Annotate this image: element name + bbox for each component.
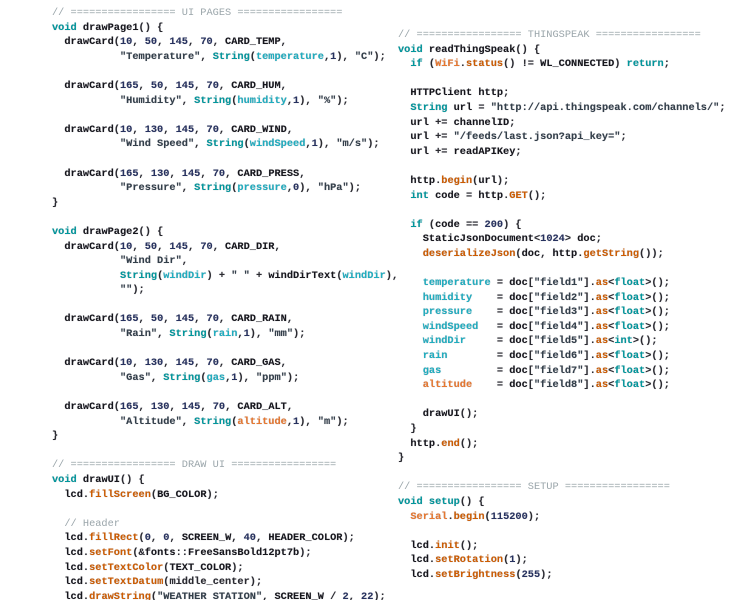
code-line: drawCard(10, 130, 145, 70, CARD_GAS,	[64, 357, 287, 370]
code-line: temperature = doc["field1"].as<float>();	[422, 277, 670, 290]
code-line: // Header	[52, 517, 120, 530]
code-line: "Wind Dir",	[119, 255, 188, 268]
code-line	[398, 262, 726, 277]
code-line: http.end();	[410, 437, 479, 450]
code-line: // ================= UI PAGES ==========…	[52, 7, 343, 19]
code-line: }	[398, 452, 405, 465]
code-line: }	[52, 430, 59, 443]
code-line: void setup() {	[398, 496, 485, 508]
code-line: lcd.init();	[410, 539, 479, 552]
code-line: }	[52, 196, 59, 209]
code-line	[52, 108, 398, 123]
code-line: drawCard(10, 130, 145, 70, CARD_WIND,	[64, 123, 294, 136]
code-line: "Humidity", String(humidity,1), "%");	[119, 94, 349, 107]
code-line: url += "/feeds/last.json?api_key=";	[410, 131, 627, 144]
code-line: }	[398, 423, 417, 436]
code-line: if (code == 200) {	[410, 218, 522, 231]
code-line	[398, 203, 726, 218]
code-line: String(windDir) + " " + windDirText(wind…	[119, 269, 399, 282]
code-line: url += readAPIKey;	[410, 145, 522, 158]
code-column-left: // ================= UI PAGES ==========…	[52, 6, 398, 600]
code-line: "");	[119, 284, 145, 297]
code-line: altitude = doc["field8"].as<float>();	[422, 379, 670, 392]
code-line: "Rain", String(rain,1), "mm");	[119, 328, 306, 341]
code-line: HTTPClient http;	[410, 87, 510, 100]
code-line: // ================= SETUP =============…	[398, 481, 670, 494]
code-line: lcd.setFont(&fonts::FreeSansBold12pt7b);	[64, 546, 312, 559]
code-line: drawCard(165, 130, 145, 70, CARD_ALT,	[64, 401, 294, 414]
code-line: // ================= THINGSPEAK ========…	[398, 29, 701, 41]
code-line: int code = http.GET();	[410, 189, 547, 202]
code-line: lcd.drawString("WEATHER STATION", SCREEN…	[64, 590, 386, 600]
code-line: "Temperature", String(temperature,1), "C…	[119, 50, 386, 63]
code-line: humidity = doc["field2"].as<float>();	[422, 291, 670, 304]
code-line: drawCard(10, 50, 145, 70, CARD_TEMP,	[64, 36, 287, 49]
code-line: rain = doc["field6"].as<float>();	[422, 350, 670, 363]
code-line	[398, 393, 726, 408]
code-line: drawUI();	[422, 408, 479, 421]
code-line	[52, 385, 398, 400]
code-line	[398, 466, 726, 481]
code-line: drawCard(165, 130, 145, 70, CARD_PRESS,	[64, 167, 306, 180]
code-line: void drawPage2() {	[52, 225, 164, 238]
code-line	[52, 502, 398, 517]
code-line: String url = "http://api.thingspeak.com/…	[410, 101, 726, 114]
code-line: "Altitude", String(altitude,1), "m");	[119, 415, 349, 428]
code-line	[52, 298, 398, 313]
code-line: drawCard(165, 50, 145, 70, CARD_RAIN,	[64, 313, 294, 326]
code-line	[52, 444, 398, 459]
code-line: drawCard(165, 50, 145, 70, CARD_HUM,	[64, 79, 287, 92]
code-line: void drawPage1() {	[52, 21, 164, 34]
code-line: lcd.setRotation(1);	[410, 554, 528, 567]
code-line: void drawUI() {	[52, 474, 145, 486]
code-line: drawCard(10, 50, 145, 70, CARD_DIR,	[64, 240, 281, 253]
code-line: lcd.setTextColor(TEXT_COLOR);	[64, 561, 244, 574]
code-line	[398, 72, 726, 87]
code-line: lcd.fillRect(0, 0, SCREEN_W, 40, HEADER_…	[64, 532, 355, 545]
code-line: url += channelID;	[410, 116, 516, 129]
code-line	[52, 64, 398, 79]
code-line	[398, 524, 726, 539]
code-line: lcd.setTextDatum(middle_center);	[64, 576, 263, 589]
code-line: // ================= DRAW UI ===========…	[52, 459, 337, 472]
code-line: Serial.begin(115200);	[410, 510, 541, 523]
code-line: "Gas", String(gas,1), "ppm");	[119, 371, 300, 384]
code-line: deserializeJson(doc, http.getString());	[422, 247, 664, 260]
code-line: http.begin(url);	[410, 174, 510, 187]
code-line: if (WiFi.status() != WL_CONNECTED) retur…	[410, 58, 670, 71]
code-line: pressure = doc["field3"].as<float>();	[422, 306, 670, 319]
code-line	[52, 210, 398, 225]
code-column-right: // ================= THINGSPEAK ========…	[398, 28, 726, 583]
code-line	[52, 152, 398, 167]
code-line	[52, 342, 398, 357]
code-line: StaticJsonDocument<1024> doc;	[422, 233, 602, 246]
code-line: "Wind Speed", String(windSpeed,1), "m/s"…	[119, 138, 380, 151]
code-line: void readThingSpeak() {	[398, 43, 541, 56]
code-line	[398, 159, 726, 174]
code-line: lcd.fillScreen(BG_COLOR);	[64, 488, 219, 501]
code-line: gas = doc["field7"].as<float>();	[422, 364, 670, 377]
code-line: "Pressure", String(pressure,0), "hPa");	[119, 182, 362, 195]
code-line: windSpeed = doc["field4"].as<float>();	[422, 320, 670, 333]
code-line: windDir = doc["field5"].as<int>();	[422, 335, 658, 348]
code-line: lcd.setBrightness(255);	[410, 568, 553, 581]
